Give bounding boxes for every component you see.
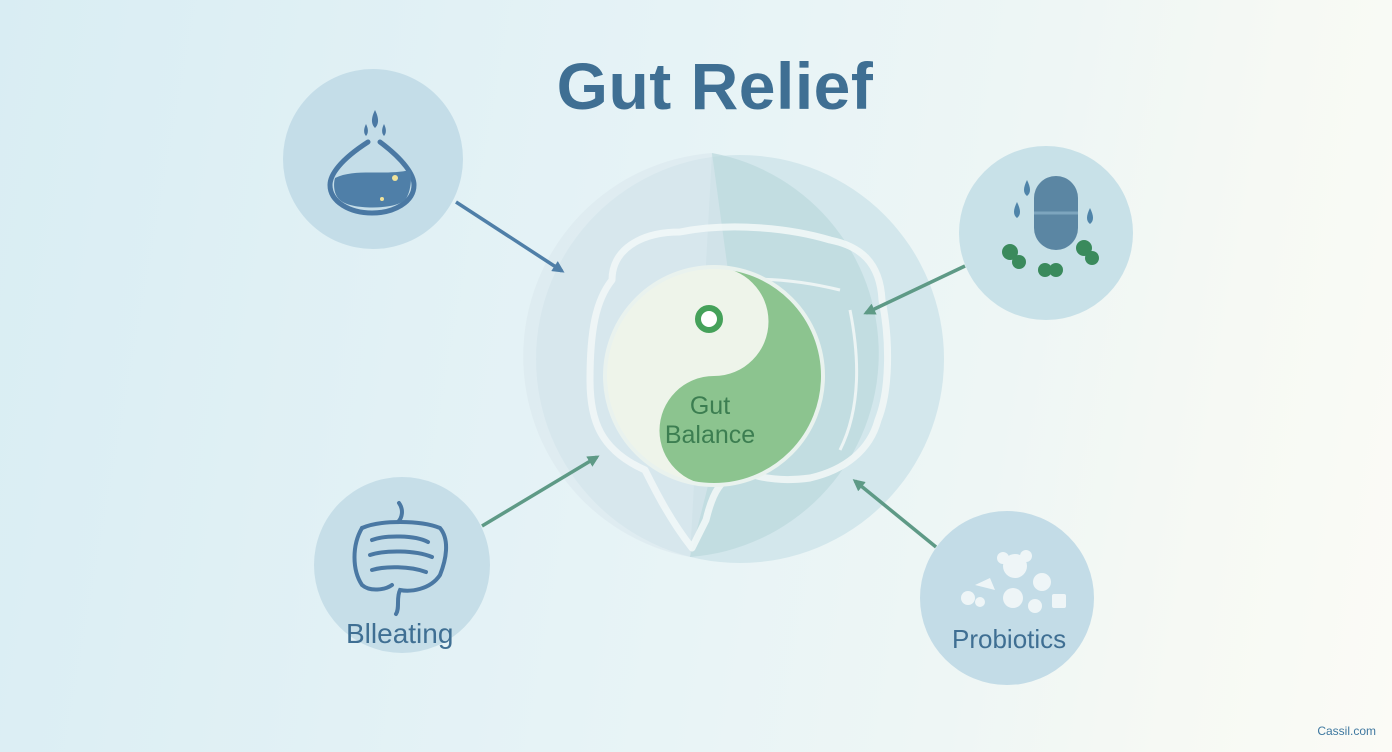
node-medication (959, 146, 1133, 320)
node-probiotics (920, 511, 1094, 685)
arrow-bloating (481, 455, 600, 528)
capsule-icon (1002, 176, 1099, 277)
arrow-probiotics (852, 479, 938, 549)
node-hydration (283, 69, 463, 249)
intestines-icon (352, 501, 448, 616)
arrow-medication (863, 264, 966, 315)
watermark: Cassil.com (1317, 724, 1376, 738)
label-probiotics: Probiotics (952, 624, 1067, 654)
center-label: Gut Balance (640, 392, 780, 450)
center-label-line2: Balance (664, 421, 756, 449)
bacteria-icon (961, 550, 1066, 613)
node-bloating (314, 477, 490, 653)
water-drop-icon (327, 110, 417, 216)
yin-yang-icon (603, 265, 825, 487)
label-bloating: Blleating (346, 618, 454, 649)
center-label-line1: Gut (689, 392, 731, 420)
page-title: Gut Relief (556, 49, 874, 123)
arrow-hydration (455, 200, 565, 273)
